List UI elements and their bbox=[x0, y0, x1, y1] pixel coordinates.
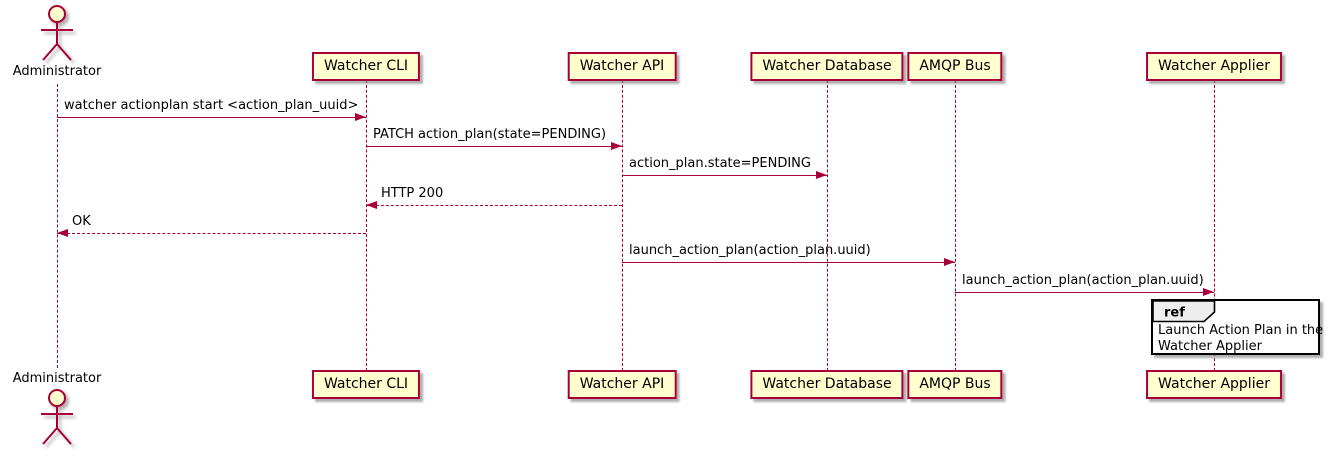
participant-watcher-cli-top: Watcher CLI bbox=[311, 52, 421, 81]
arrowhead-5 bbox=[57, 229, 68, 237]
actor-label-administrator-top: Administrator bbox=[12, 64, 102, 79]
participant-watcher-api-top: Watcher API bbox=[567, 52, 677, 81]
participant-watcher-database-top: Watcher Database bbox=[750, 52, 904, 81]
lifeline-watcher-api bbox=[621, 80, 623, 371]
participant-watcher-api-bottom: Watcher API bbox=[567, 370, 677, 399]
participant-watcher-applier-top: Watcher Applier bbox=[1146, 52, 1282, 81]
message-line-3 bbox=[622, 175, 827, 176]
message-label-3: action_plan.state=PENDING bbox=[629, 156, 811, 171]
participant-amqp-bus-bottom: AMQP Bus bbox=[907, 370, 1003, 399]
participant-watcher-cli-bottom: Watcher CLI bbox=[311, 370, 421, 399]
arrowhead-3 bbox=[816, 171, 827, 179]
lifeline-amqp-bus bbox=[954, 80, 956, 371]
arrowhead-6 bbox=[944, 258, 955, 266]
ref-text-line-2: Watcher Applier bbox=[1158, 339, 1262, 354]
lifeline-administrator bbox=[56, 84, 58, 368]
actor-label-administrator-bottom: Administrator bbox=[12, 371, 102, 386]
participant-watcher-applier-bottom: Watcher Applier bbox=[1146, 370, 1282, 399]
actor-icon-administrator-top bbox=[33, 4, 81, 66]
lifeline-watcher-applier bbox=[1213, 80, 1215, 371]
lifeline-watcher-database bbox=[826, 80, 828, 371]
message-line-6 bbox=[622, 262, 955, 263]
participant-amqp-bus-top: AMQP Bus bbox=[907, 52, 1003, 81]
message-label-7: launch_action_plan(action_plan.uuid) bbox=[962, 273, 1204, 288]
message-line-4 bbox=[366, 205, 622, 206]
actor-icon-administrator-bottom bbox=[33, 388, 81, 450]
message-line-7 bbox=[955, 292, 1214, 293]
message-label-4: HTTP 200 bbox=[381, 186, 444, 201]
message-label-5: OK bbox=[72, 214, 91, 229]
arrowhead-4 bbox=[366, 201, 377, 209]
arrowhead-7 bbox=[1203, 288, 1214, 296]
message-label-6: launch_action_plan(action_plan.uuid) bbox=[629, 243, 871, 258]
arrowhead-1 bbox=[355, 113, 366, 121]
lifeline-watcher-cli bbox=[365, 80, 367, 371]
participant-watcher-database-bottom: Watcher Database bbox=[750, 370, 904, 399]
message-label-1: watcher actionplan start <action_plan_uu… bbox=[64, 98, 359, 113]
message-label-2: PATCH action_plan(state=PENDING) bbox=[373, 127, 607, 142]
ref-keyword-badge: ref bbox=[1152, 300, 1216, 327]
arrowhead-2 bbox=[611, 142, 622, 150]
message-line-2 bbox=[366, 146, 622, 147]
svg-text:ref: ref bbox=[1164, 306, 1185, 321]
message-line-1 bbox=[57, 117, 366, 118]
message-line-5 bbox=[57, 233, 366, 234]
ref-text-line-1: Launch Action Plan in the bbox=[1158, 323, 1324, 338]
